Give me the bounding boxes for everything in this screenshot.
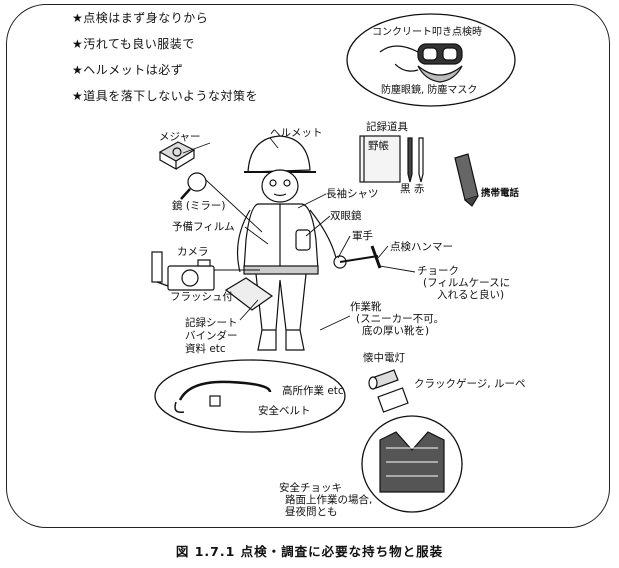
safety-belt-ellipse bbox=[154, 359, 346, 433]
label-safety-vest: 安全チョッキ bbox=[279, 482, 342, 494]
label-black-red: 黒 赤 bbox=[400, 183, 425, 195]
label-mobile-phone: 携帯電話 bbox=[481, 188, 520, 199]
label-gloves: 軍手 bbox=[352, 230, 373, 242]
rounded-frame bbox=[6, 4, 610, 528]
label-long-sleeve: 長袖シャツ bbox=[326, 188, 379, 200]
label-chalk: チョーク bbox=[417, 265, 459, 277]
safety-vest-ellipse bbox=[361, 415, 463, 513]
tip-4: ★道具を落下しないような対策を bbox=[72, 89, 259, 103]
label-work-shoes: 作業靴 bbox=[350, 301, 382, 313]
tape-measure-icon bbox=[158, 141, 196, 171]
label-safety-belt: 安全ベルト bbox=[258, 405, 311, 417]
label-safety-vest-note-1: 路面上作業の場合, bbox=[285, 494, 373, 506]
label-concrete-hammering: コンクリート叩き点検時 bbox=[372, 27, 482, 38]
label-tape-measure: メジャー bbox=[159, 131, 201, 143]
concrete-inspection-ellipse bbox=[346, 13, 516, 107]
label-mirror: 鏡 (ミラー) bbox=[172, 200, 226, 212]
label-inspection-hammer: 点検ハンマー bbox=[390, 241, 453, 253]
label-helmet: ヘルメット bbox=[270, 127, 323, 139]
label-safety-vest-note-2: 昼夜問とも bbox=[285, 506, 338, 518]
mobile-phone-icon bbox=[454, 153, 479, 207]
dust-mask-icon bbox=[394, 63, 463, 83]
label-record-sheet: 記録シート bbox=[185, 317, 238, 329]
label-crack-gauge: クラックゲージ, ルーペ bbox=[414, 378, 526, 390]
tip-3: ★ヘルメットは必ず bbox=[72, 63, 184, 77]
label-work-shoes-note-1: (スニーカー不可。 bbox=[356, 313, 445, 325]
label-binoculars: 双眼鏡 bbox=[330, 210, 362, 222]
label-chalk-note-2: 入れると良い) bbox=[437, 289, 505, 301]
label-binder: バインダー bbox=[185, 330, 238, 342]
goggles-icon bbox=[379, 43, 463, 65]
label-high-place: 高所作業 etc bbox=[282, 385, 344, 397]
safety-vest-icon bbox=[379, 431, 445, 493]
notebook-icon bbox=[359, 135, 401, 183]
safety-belt-icon bbox=[174, 380, 272, 414]
figure-caption: 図 1.7.1 点検・調査に必要な持ち物と服装 bbox=[175, 544, 444, 559]
label-camera: カメラ bbox=[177, 246, 209, 258]
inspector-figure bbox=[236, 135, 382, 351]
label-flashlight: 懐中電灯 bbox=[363, 352, 405, 364]
pens-icon bbox=[407, 137, 424, 183]
mirror-icon bbox=[180, 172, 207, 200]
label-materials: 資料 etc bbox=[185, 343, 226, 355]
label-recording-tools: 記録道具 bbox=[366, 121, 408, 133]
label-spare-film: 予備フィルム bbox=[172, 221, 235, 233]
camera-icon bbox=[151, 251, 215, 291]
crack-gauge-icon bbox=[377, 387, 409, 413]
label-notebook: 野帳 bbox=[368, 140, 389, 152]
label-with-flash: フラッシュ付 bbox=[170, 291, 233, 303]
tip-1: ★点検はまず身なりから bbox=[72, 11, 209, 25]
label-work-shoes-note-2: 底の厚い靴を) bbox=[362, 325, 430, 337]
label-dust-goggles-mask: 防塵眼鏡, 防塵マスク bbox=[381, 85, 478, 96]
flashlight-icon bbox=[368, 369, 399, 390]
tip-2: ★汚れても良い服装で bbox=[72, 37, 195, 51]
clipboard-icon bbox=[224, 277, 274, 311]
label-chalk-note-1: (フィルムケースに bbox=[423, 277, 511, 289]
